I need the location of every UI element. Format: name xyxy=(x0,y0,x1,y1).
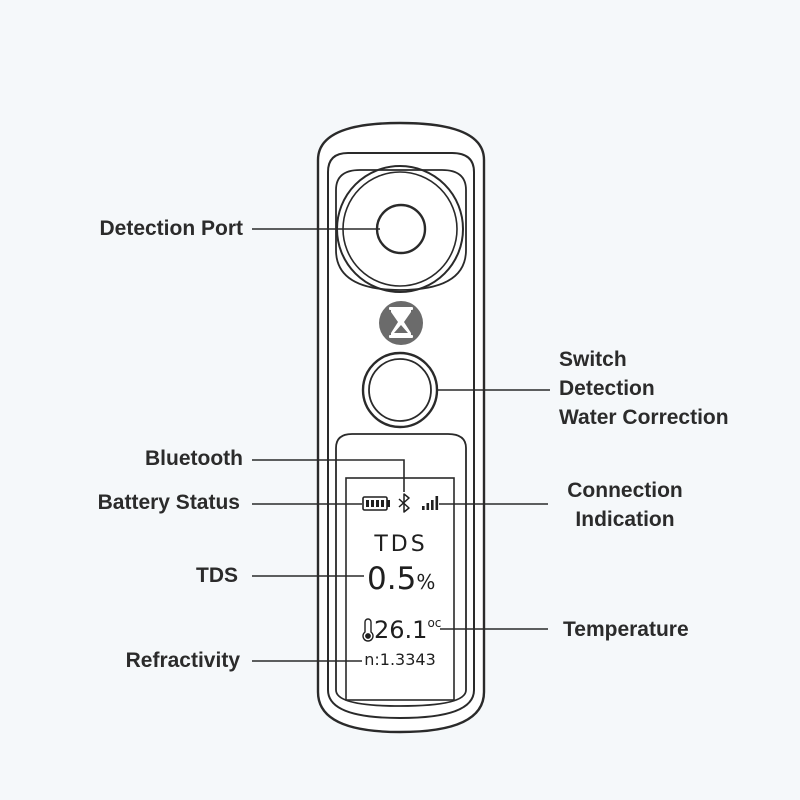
label-connection-line1: Connection xyxy=(567,479,683,502)
switch-button-outer[interactable] xyxy=(361,351,439,429)
thermometer-icon xyxy=(362,618,374,642)
screen-temperature: 26.1oc xyxy=(374,616,441,644)
label-switch-line2: Detection xyxy=(559,377,655,400)
port-housing xyxy=(335,169,467,291)
label-refractivity: Refractivity xyxy=(125,649,240,672)
screen-reading: 0.5% xyxy=(367,561,435,597)
label-temperature: Temperature xyxy=(563,618,689,641)
screen-refractive-index: n:1.3343 xyxy=(364,650,436,669)
label-detection-port: Detection Port xyxy=(99,217,243,240)
screen-temperature-unit: oc xyxy=(427,616,441,630)
switch-button-inner xyxy=(368,358,432,422)
hourglass-logo-icon xyxy=(379,301,423,345)
label-switch-line1: Switch xyxy=(559,348,627,371)
signal-bars-icon xyxy=(422,496,439,510)
leader-lines xyxy=(252,228,550,662)
battery-icon xyxy=(362,496,390,511)
label-switch: Switch Detection Water Correction xyxy=(559,345,729,432)
label-tds: TDS xyxy=(196,564,238,587)
label-switch-line3: Water Correction xyxy=(559,406,729,429)
label-bluetooth: Bluetooth xyxy=(145,447,243,470)
screen-mode-label: TDS xyxy=(373,532,427,557)
label-connection-line2: Indication xyxy=(575,508,675,531)
label-battery-status: Battery Status xyxy=(97,491,240,514)
leader-bluetooth xyxy=(252,459,405,492)
screen-temperature-value: 26.1 xyxy=(374,616,427,644)
detection-port-lens[interactable] xyxy=(375,203,427,255)
lcd-screen xyxy=(345,477,455,701)
bluetooth-icon xyxy=(398,493,410,513)
label-connection-indication: Connection Indication xyxy=(558,476,692,534)
screen-reading-unit: % xyxy=(416,570,435,594)
screen-reading-value: 0.5 xyxy=(367,561,416,597)
